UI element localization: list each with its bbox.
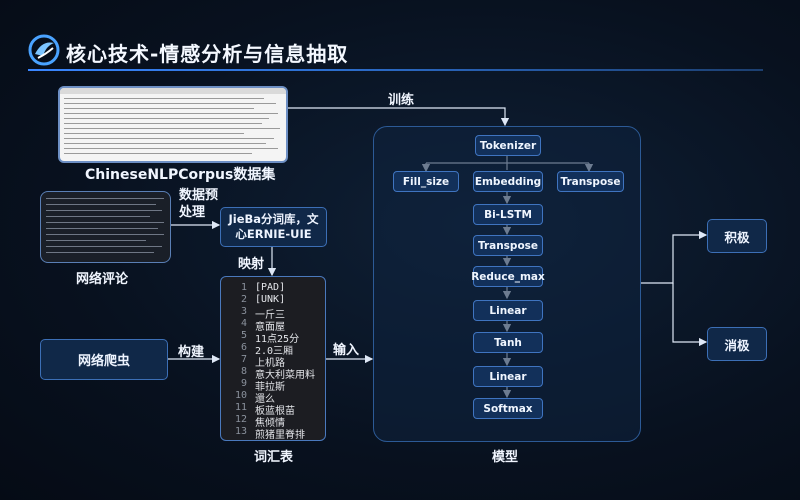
vocab-row: 13 煎猪里脊排 xyxy=(221,426,305,441)
train-label: 训练 xyxy=(388,93,415,108)
vocab-row: 8 意大利菜用料 xyxy=(221,366,315,381)
vocab-row: 2 [UNK] xyxy=(221,294,285,308)
jieba-line2: 心ERNIE-UIE xyxy=(235,227,312,241)
vocab-row: 1 [PAD] xyxy=(221,282,285,296)
vocab-row-number: 11 xyxy=(234,402,247,413)
vocab-row-token: 煎猪里脊排 xyxy=(255,430,305,441)
vocab-row: 9 菲拉斯 xyxy=(221,378,285,393)
vocab-row: 12 焦倾情 xyxy=(221,414,285,429)
vocab-caption: 词汇表 xyxy=(254,450,294,465)
vocab-row: 10 還么 xyxy=(221,390,275,405)
vocab-row-token: 11点25分 xyxy=(255,334,300,345)
vocab-row: 4 意面屋 xyxy=(221,318,285,333)
crawler-box: 网络爬虫 xyxy=(40,339,168,380)
jieba-line1: JieBa分词库，文 xyxy=(228,212,319,226)
vocab-row-number: 3 xyxy=(240,306,247,317)
vocab-row-number: 4 xyxy=(240,318,247,329)
page-title: 核心技术-情感分析与信息抽取 xyxy=(66,42,349,66)
vocab-row-token: 2.0三厢 xyxy=(255,346,294,357)
vocab-row-number: 10 xyxy=(234,390,247,401)
vocab-row-number: 7 xyxy=(240,354,247,365)
mapping-label: 映射 xyxy=(238,257,265,272)
vocab-row-number: 2 xyxy=(240,294,247,305)
reduce-max-node: Reduce_max xyxy=(471,266,545,287)
corpus-screenshot xyxy=(58,86,288,163)
vocab-row-token: [PAD] xyxy=(255,282,286,293)
input-label: 输入 xyxy=(333,343,360,358)
corpus-caption: ChineseNLPCorpus数据集 xyxy=(85,167,276,183)
embedding-node: Embedding xyxy=(473,171,543,192)
vocab-row-number: 12 xyxy=(234,414,247,425)
vocab-row-token: 還么 xyxy=(255,394,275,405)
model-caption: 模型 xyxy=(492,450,519,465)
vocab-row-number: 5 xyxy=(240,330,247,341)
vocab-row: 3 一斤三 xyxy=(221,306,285,321)
linear-node-2: Linear xyxy=(473,366,543,387)
logo-icon xyxy=(28,34,60,66)
vocab-table: 1 [PAD] 2 [UNK] 3 一斤三 4 意面屋 5 11点25分 6 2.0三厢 7 上机路 8 意大… xyxy=(220,276,326,441)
tanh-node: Tanh xyxy=(473,332,543,353)
fill-size-node: Fill_size xyxy=(393,171,459,192)
vocab-row-token: 板蓝根苗 xyxy=(255,406,295,417)
vocab-row-number: 13 xyxy=(234,426,247,437)
positive-output: 积极 xyxy=(707,219,767,253)
bilstm-node: Bi-LSTM xyxy=(473,204,543,225)
vocab-row-token: 意面屋 xyxy=(255,322,285,333)
vocab-row: 5 11点25分 xyxy=(221,330,300,345)
reviews-caption: 网络评论 xyxy=(76,272,129,287)
title-underline xyxy=(28,69,763,71)
transpose-side-node: Transpose xyxy=(557,171,624,192)
vocab-row-token: 一斤三 xyxy=(255,310,285,321)
vocab-row-token: 意大利菜用料 xyxy=(255,370,315,381)
vocab-row-number: 8 xyxy=(240,366,247,377)
preprocess-label-line2: 处理 xyxy=(179,205,206,220)
vocab-row-number: 1 xyxy=(240,282,247,293)
linear-node-1: Linear xyxy=(473,300,543,321)
vocab-row: 11 板蓝根苗 xyxy=(221,402,295,417)
tokenizer-node: Tokenizer xyxy=(475,135,541,156)
vocab-row-number: 9 xyxy=(240,378,247,389)
jieba-box: JieBa分词库，文 心ERNIE-UIE xyxy=(220,207,327,247)
vocab-row: 6 2.0三厢 xyxy=(221,342,294,357)
reviews-screenshot xyxy=(40,191,171,263)
preprocess-label-line1: 数据预 xyxy=(179,188,219,203)
vocab-row-number: 6 xyxy=(240,342,247,353)
softmax-node: Softmax xyxy=(473,398,543,419)
preprocess-label: 数据预 处理 xyxy=(179,187,218,221)
build-label: 构建 xyxy=(178,345,205,360)
vocab-row-token: 菲拉斯 xyxy=(255,382,285,393)
negative-output: 消极 xyxy=(707,327,767,361)
transpose-node: Transpose xyxy=(473,235,543,256)
vocab-row: 7 上机路 xyxy=(221,354,285,369)
vocab-row-token: [UNK] xyxy=(255,294,286,305)
vocab-row-token: 上机路 xyxy=(255,358,285,369)
vocab-row-token: 焦倾情 xyxy=(255,418,285,429)
